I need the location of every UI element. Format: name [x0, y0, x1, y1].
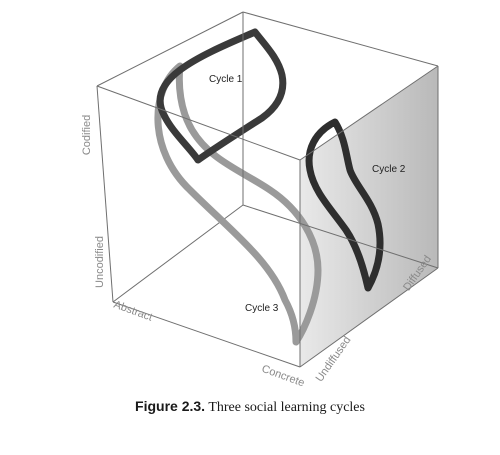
axis-label-abstract: Abstract	[112, 299, 154, 324]
cycle-1-loop	[156, 28, 287, 164]
cycle-1-label: Cycle 1	[209, 74, 243, 85]
figure-number: Figure 2.3.	[135, 398, 206, 414]
cube-hidden-edges	[96, 85, 301, 368]
cycle-3-label: Cycle 3	[245, 303, 279, 314]
axis-label-codified: Codified	[81, 115, 93, 155]
cube-right-face	[300, 66, 438, 367]
figure-caption-text: Three social learning cycles	[208, 400, 365, 415]
cycle-2-loop	[305, 118, 384, 292]
axis-label-uncodified: Uncodified	[94, 236, 106, 288]
figure-caption: Figure 2.3. Three social learning cycles	[0, 398, 500, 416]
cycle-3-loop	[154, 62, 322, 346]
cycle-2-label: Cycle 2	[372, 164, 406, 175]
cube-visible-edges	[96, 11, 439, 368]
